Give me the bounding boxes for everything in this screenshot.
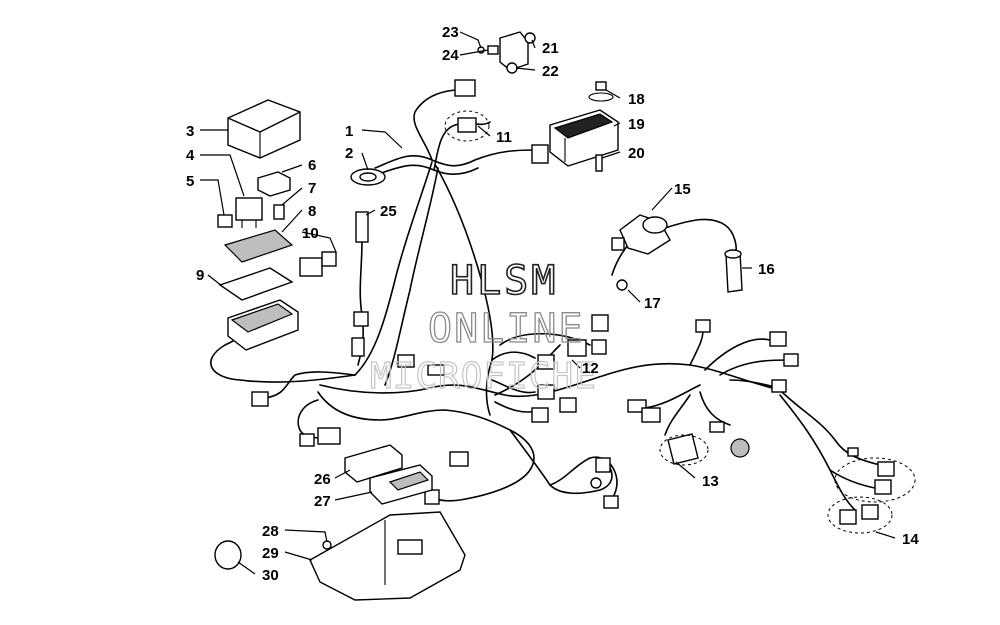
loose-connectors: [251, 364, 619, 509]
callout-17: 17: [644, 295, 661, 312]
callout-1: 1: [345, 123, 353, 140]
callout-11: 11: [496, 129, 512, 146]
small-relay: [257, 171, 291, 197]
ignition-coil: [611, 214, 671, 255]
callout-15: 15: [674, 181, 691, 198]
relay: [235, 197, 263, 228]
callout-13: 13: [702, 473, 719, 490]
leader-lines: [200, 31, 896, 575]
coil-screw: [616, 279, 628, 291]
callout-26: 26: [314, 471, 331, 488]
oxygen-sensor: [351, 211, 369, 357]
callout-18: 18: [628, 91, 645, 108]
callout-5: 5: [186, 173, 194, 190]
watermark-line-2: ONLINE: [428, 306, 585, 352]
connector-10: [299, 251, 337, 277]
cdi-module: [369, 464, 433, 505]
callout-19: 19: [628, 116, 645, 133]
switch: [659, 433, 750, 466]
callout-28: 28: [262, 523, 279, 540]
screw: [595, 154, 603, 172]
callout-numbers: 1 2 3 4 5 6 7 8 9 10 11 12 13 14 15 16 1…: [186, 24, 919, 584]
fuse-box-gasket: [218, 267, 294, 301]
connector-11: [444, 110, 490, 142]
mini-fuse: [217, 214, 233, 228]
callout-2: 2: [345, 145, 353, 162]
fuse-box-cover: [227, 99, 301, 159]
callout-8: 8: [308, 203, 316, 220]
callout-6: 6: [308, 157, 316, 174]
fuse-block: [227, 299, 299, 351]
callout-23: 23: [442, 24, 459, 41]
regulator-connector: [531, 144, 549, 164]
callout-29: 29: [262, 545, 279, 562]
callout-22: 22: [542, 63, 559, 80]
blade-fuse: [273, 204, 285, 220]
voltage-regulator: [549, 109, 619, 167]
callout-7: 7: [308, 180, 316, 197]
electrical-tray: [309, 511, 466, 601]
connector-group-14: [827, 457, 916, 534]
callout-14: 14: [902, 531, 919, 548]
top-connector: [454, 79, 476, 97]
callout-12: 12: [582, 360, 599, 377]
callout-9: 9: [196, 267, 204, 284]
watermark-line-3: MICROFICHE: [370, 356, 597, 397]
rubber-band: [214, 540, 242, 570]
callout-30: 30: [262, 567, 279, 584]
nut: [588, 81, 614, 102]
mounting-bracket: [477, 31, 536, 74]
connector-cluster: [397, 314, 609, 423]
callout-24: 24: [442, 47, 459, 64]
fuse-label: [223, 229, 294, 263]
callout-3: 3: [186, 123, 194, 140]
callout-16: 16: [758, 261, 775, 278]
grommet: [350, 168, 386, 186]
watermark: HLSM ONLINE MICROFICHE: [369, 257, 597, 397]
callout-4: 4: [186, 147, 195, 164]
tray-screw: [322, 540, 332, 550]
callout-27: 27: [314, 493, 331, 510]
callout-25: 25: [380, 203, 397, 220]
spark-plug-cap: [724, 249, 743, 293]
callout-21: 21: [542, 40, 559, 57]
right-connectors: [627, 319, 859, 457]
callout-20: 20: [628, 145, 645, 162]
watermark-line-1: HLSM: [450, 258, 558, 304]
callout-10: 10: [302, 225, 319, 242]
